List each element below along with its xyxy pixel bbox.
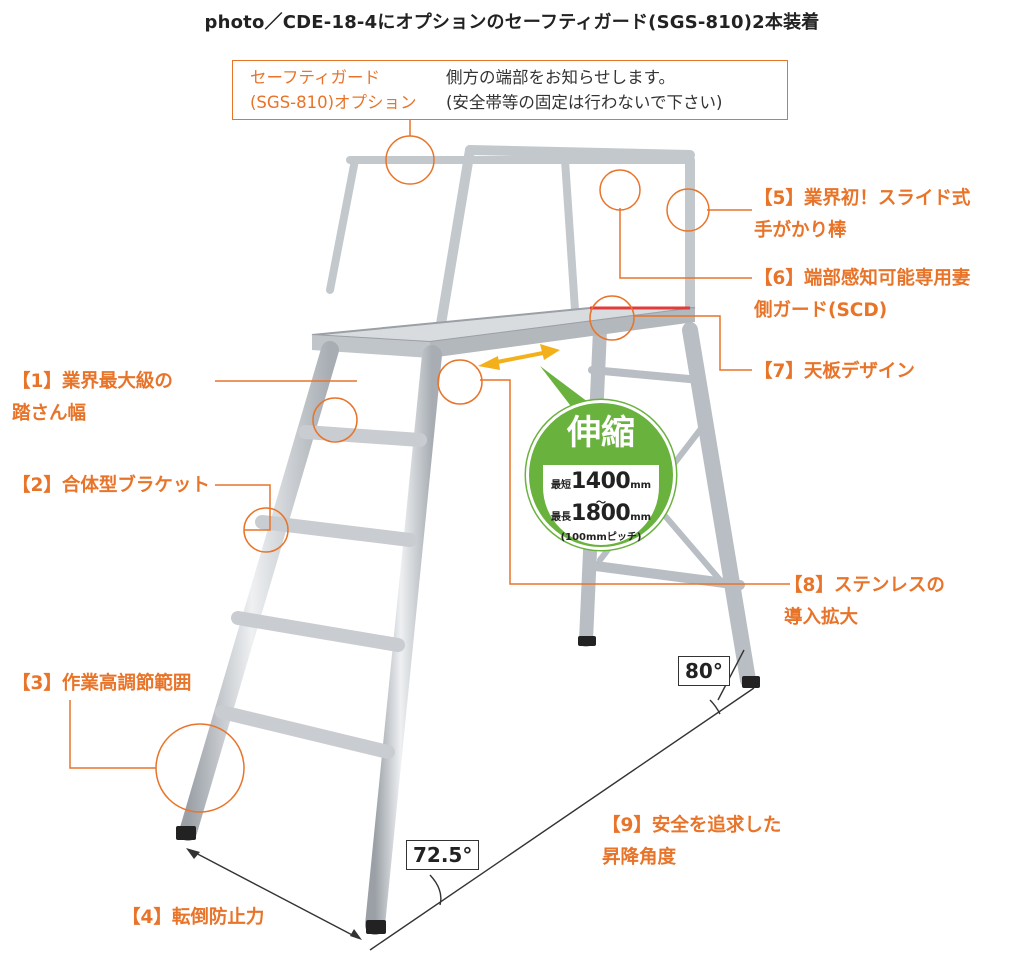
badge-max-label: 最長	[550, 512, 571, 523]
label-9: 【9】安全を追求した 昇降角度	[602, 810, 781, 874]
badge-min-unit: mm	[630, 480, 652, 491]
label-8-line1: 【8】ステンレスの	[784, 575, 945, 596]
label-6: 【6】端部感知可能専用妻 側ガード(SCD)	[754, 263, 970, 327]
option-caution: (安全帯等の固定は行わないで下さい)	[446, 93, 723, 112]
option-code: (SGS-810)オプション	[250, 93, 417, 112]
label-8: 【8】ステンレスの 導入拡大	[784, 570, 945, 634]
label-1-line2: 踏さん幅	[12, 403, 87, 424]
front-feet	[176, 826, 386, 934]
badge-pitch: (100mmピッチ)	[560, 532, 642, 543]
front-angle-label: 72.5°	[406, 840, 480, 870]
label-4: 【4】転倒防止力	[122, 902, 264, 934]
badge-min-label: 最短	[550, 480, 571, 491]
front-rungs	[215, 425, 427, 759]
label-4-line1: 【4】転倒防止力	[122, 907, 265, 928]
label-7: 【7】天板デザイン	[754, 356, 915, 388]
label-6-line2: 側ガード(SCD)	[754, 300, 888, 321]
option-name: セーフティガード	[250, 68, 381, 87]
badge-max-value: 1800	[570, 501, 631, 526]
option-note-box	[232, 60, 788, 120]
badge-max-unit: mm	[630, 512, 652, 523]
badge-min-value: 1400	[570, 469, 631, 494]
rear-feet	[578, 636, 760, 688]
label-6-line1: 【6】端部感知可能専用妻	[754, 268, 971, 289]
label-9-line2: 昇降角度	[602, 847, 677, 868]
badge-pointer	[540, 366, 592, 405]
rear-angle-label: 80°	[678, 656, 730, 686]
extension-arrow	[478, 344, 560, 370]
page-title: photo／CDE-18-4にオプションのセーフティガード(SGS-810)2本…	[204, 12, 820, 33]
label-3: 【3】作業高調節範囲	[12, 668, 191, 700]
top-platform	[311, 306, 696, 358]
option-description: 側方の端部をお知らせします。	[446, 68, 676, 87]
label-5-line2: 手がかり棒	[754, 220, 847, 241]
badge-panel: 最短1400mm 〜 最長1800mm (100mmピッチ)	[543, 465, 659, 545]
label-1: 【1】業界最大級の 踏さん幅	[12, 366, 173, 430]
extension-badge: 伸縮 最短1400mm 〜 最長1800mm (100mmピッチ)	[526, 400, 676, 550]
badge-tilde: 〜	[596, 498, 606, 509]
safety-guard	[326, 145, 695, 335]
badge-min-row: 最短1400mm	[543, 469, 659, 494]
badge-max-row: 最長1800mm	[543, 501, 659, 526]
label-2: 【2】合体型ブラケット	[12, 470, 210, 502]
label-5: 【5】業界初！スライド式 手がかり棒	[754, 183, 970, 247]
label-9-line1: 【9】安全を追求した	[602, 815, 782, 836]
leader-lines	[69, 120, 790, 769]
label-3-line1: 【3】作業高調節範囲	[12, 673, 192, 694]
label-5-line1: 【5】業界初！スライド式	[754, 188, 971, 209]
label-7-line1: 【7】天板デザイン	[754, 361, 915, 382]
badge-title: 伸縮	[567, 413, 635, 453]
label-1-line1: 【1】業界最大級の	[12, 371, 173, 392]
angle-guides	[186, 649, 755, 951]
label-2-line1: 【2】合体型ブラケット	[12, 475, 210, 496]
label-8-line2: 導入拡大	[784, 607, 859, 628]
